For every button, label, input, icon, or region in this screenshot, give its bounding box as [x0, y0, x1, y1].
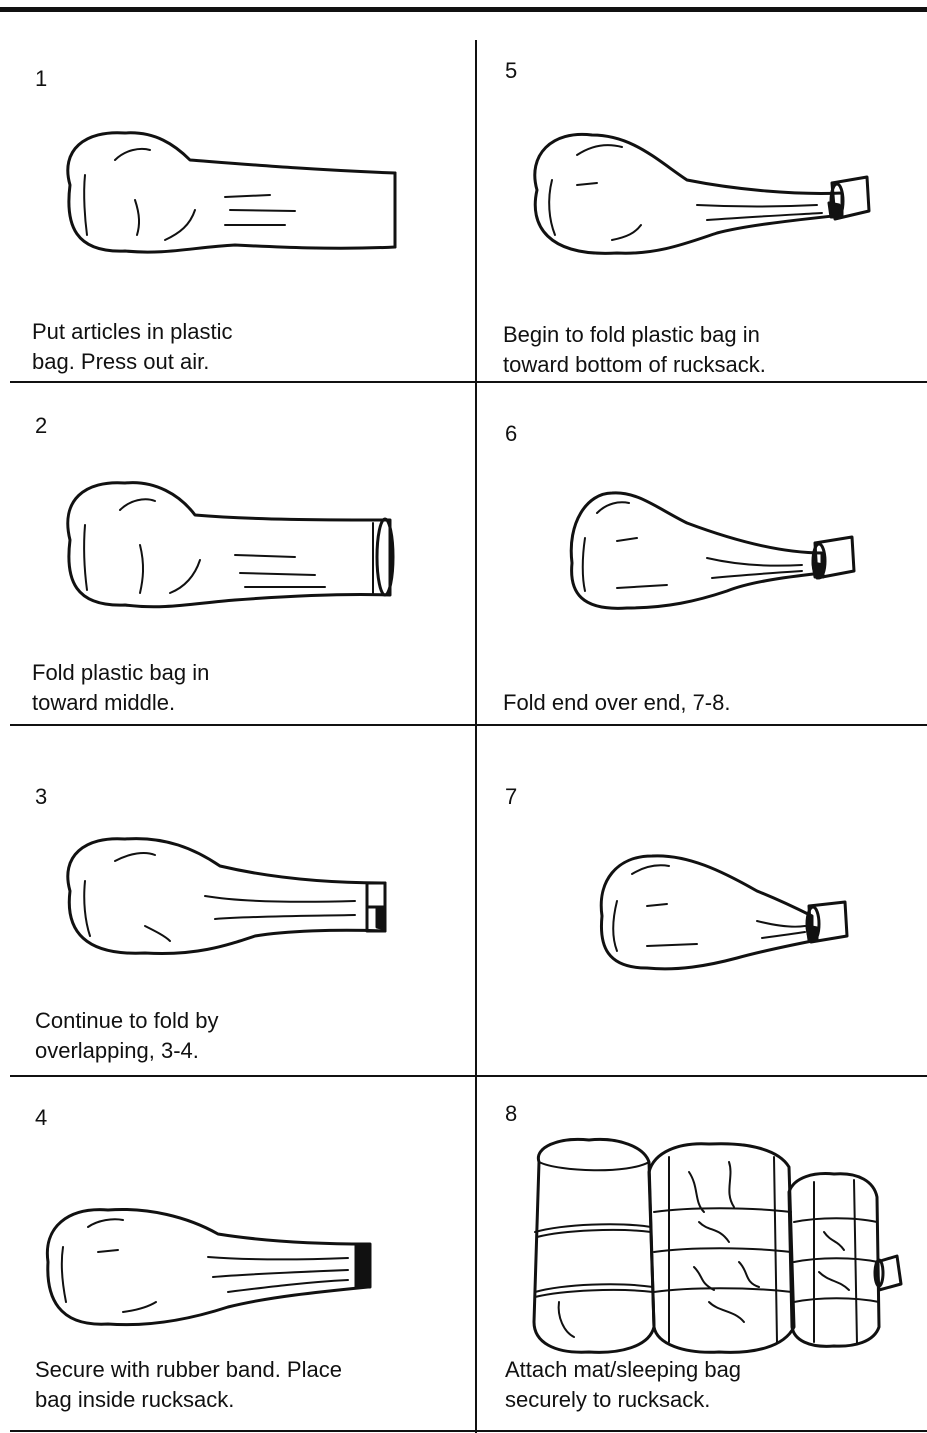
step-1-bag-illustration [55, 125, 405, 255]
step-5-panel: 5 Begin to fold plastic bag in toward bo… [477, 40, 927, 381]
step-1-panel: 1 Put articles in plastic bag. Press out… [10, 40, 475, 381]
step-8-panel: 8 [477, 1077, 927, 1430]
step-8-caption: Attach mat/sleeping bag securely to ruck… [505, 1355, 741, 1415]
step-5-bag-illustration [517, 125, 877, 260]
step-3-caption: Continue to fold by overlapping, 3-4. [35, 1006, 218, 1066]
instruction-grid: 1 Put articles in plastic bag. Press out… [10, 40, 927, 1433]
step-1-number: 1 [35, 66, 47, 92]
step-6-panel: 6 Fold end over end, 7-8. [477, 383, 927, 724]
step-4-bag-illustration [38, 1202, 378, 1332]
step-6-number: 6 [505, 421, 517, 447]
step-5-number: 5 [505, 58, 517, 84]
step-6-caption: Fold end over end, 7-8. [503, 688, 730, 718]
step-7-panel: 7 [477, 726, 927, 1075]
step-4-caption: Secure with rubber band. Place bag insid… [35, 1355, 342, 1415]
step-3-bag-illustration [55, 831, 395, 961]
step-2-bag-illustration [55, 475, 405, 615]
step-7-bag-illustration [587, 846, 857, 971]
step-2-number: 2 [35, 413, 47, 439]
step-6-bag-illustration [557, 483, 867, 613]
step-5-caption: Begin to fold plastic bag in toward bott… [503, 320, 766, 380]
step-7-number: 7 [505, 784, 517, 810]
step-4-panel: 4 Secure with rubber band. Place bag ins… [10, 1077, 475, 1430]
step-4-number: 4 [35, 1105, 47, 1131]
top-rule [0, 7, 927, 12]
step-8-rucksack-illustration [519, 1132, 909, 1357]
step-8-number: 8 [505, 1101, 517, 1127]
step-3-panel: 3 Continue to fold by overlapping, 3-4. [10, 726, 475, 1075]
step-2-caption: Fold plastic bag in toward middle. [32, 658, 209, 718]
step-2-panel: 2 Fold plastic bag in toward middle. [10, 383, 475, 724]
step-3-number: 3 [35, 784, 47, 810]
step-1-caption: Put articles in plastic bag. Press out a… [32, 317, 233, 377]
row-divider-4 [10, 1430, 927, 1432]
